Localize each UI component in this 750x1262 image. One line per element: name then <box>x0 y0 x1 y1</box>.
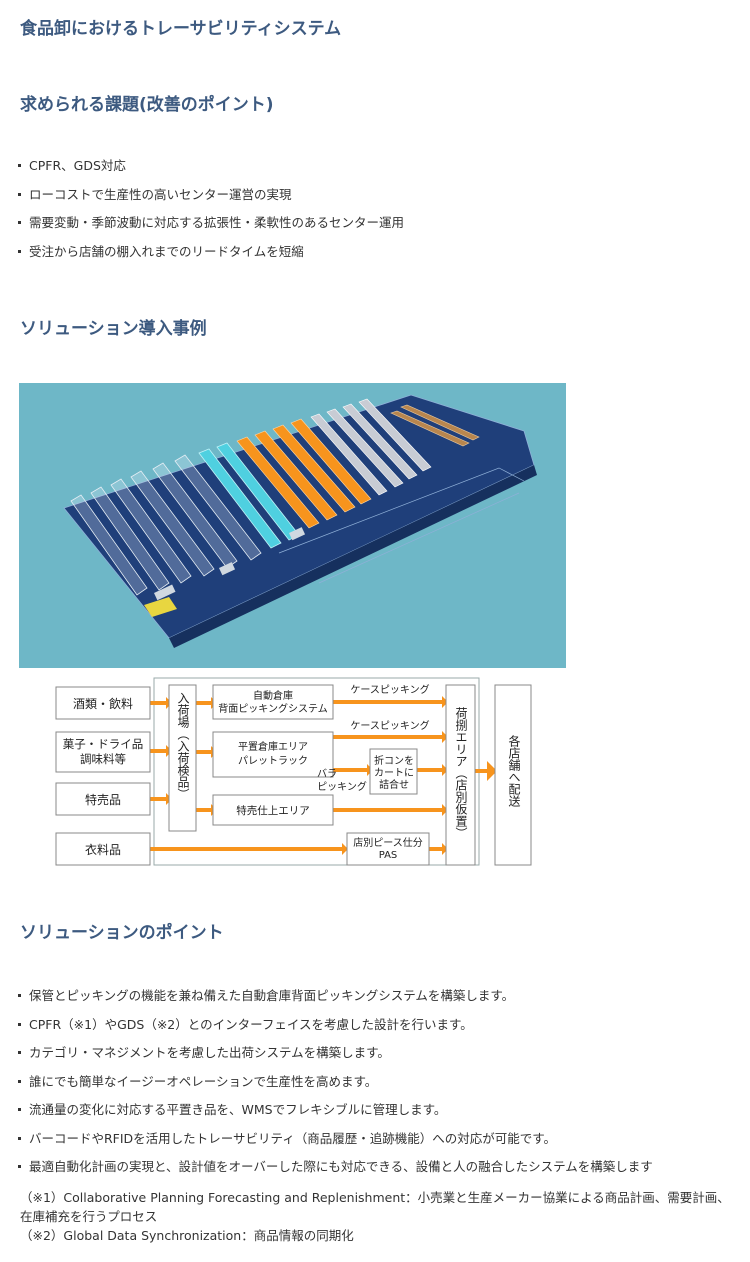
list-item: 最適自動化計画の実現と、設計値をオーバーした際にも対応できる、設備と人の融合した… <box>18 1153 653 1182</box>
zone-special-label: 特売仕上エリア <box>236 804 310 817</box>
list-item: 誰にでも簡単なイージーオペレーションで生産性を高めます。 <box>18 1068 653 1097</box>
bullet-icon <box>18 192 21 196</box>
source-special-label: 特売品 <box>85 792 121 807</box>
page-title: 食品卸におけるトレーサビリティシステム <box>20 19 342 39</box>
footnote-2: （※2）Global Data Synchronization：商品情報の同期化 <box>20 1228 354 1243</box>
source-liquor-label: 酒類・飲料 <box>73 696 133 711</box>
bullet-icon <box>18 221 21 224</box>
zone-auto-label-1: 自動倉庫 <box>253 689 293 702</box>
list-item: 需要変動・季節波動に対応する拡張性・柔軟性のあるセンター運用 <box>18 209 404 238</box>
staging-label: 荷捌エリア（店別仮置） <box>454 707 468 839</box>
list-item: 受注から店舗の棚入れまでのリードタイムを短縮 <box>18 238 404 267</box>
bullet-icon <box>18 164 21 167</box>
pas-label-1: 店別ピース仕分 <box>353 836 423 849</box>
cart-label-3: 詰合せ <box>379 778 409 791</box>
list-item: ローコストで生産性の高いセンター運営の実現 <box>18 181 404 210</box>
list-item: CPFR（※1）やGDS（※2）とのインターフェイスを考慮した設計を行います。 <box>18 1011 653 1040</box>
bullet-icon <box>18 249 21 253</box>
source-seasoning-label: 調味料等 <box>80 752 126 766</box>
list-item: 保管とピッキングの機能を兼ね備えた自動倉庫背面ピッキングシステムを構築します。 <box>18 982 653 1011</box>
warehouse-render-image <box>19 383 566 668</box>
bara-label-2: ピッキング <box>317 780 367 793</box>
footnote-1: （※1）Collaborative Planning Forecasting a… <box>20 1190 730 1224</box>
cart-label-1: 折コンを <box>374 754 414 767</box>
process-flow-diagram: 酒類・飲料 菓子・ドライ品 調味料等 特売品 衣料品 入荷場（入荷検品） 自動倉… <box>55 677 532 866</box>
bullet-icon <box>18 1079 21 1083</box>
bullet-icon <box>18 1022 21 1026</box>
list-item: バーコードやRFIDを活用したトレーサビリティ（商品履歴・追跡機能）への対応が可… <box>18 1125 653 1154</box>
case-picking-label-2: ケースピッキング <box>350 719 429 732</box>
source-clothing-label: 衣料品 <box>85 842 121 857</box>
bullet-icon <box>18 1136 21 1140</box>
pas-label-2: PAS <box>379 850 398 861</box>
bullet-icon <box>18 1165 21 1168</box>
points-list: 保管とピッキングの機能を兼ね備えた自動倉庫背面ピッキングシステムを構築します。 … <box>18 982 653 1182</box>
list-item: 流通量の変化に対応する平置き品を、WMSでフレキシブルに管理します。 <box>18 1096 653 1125</box>
case-picking-label-1: ケースピッキング <box>350 683 429 696</box>
bullet-icon <box>18 1051 21 1054</box>
source-snacks-label: 菓子・ドライ品 <box>63 737 144 751</box>
zone-flat-label-1: 平置倉庫エリア <box>238 740 308 753</box>
footnotes: （※1）Collaborative Planning Forecasting a… <box>20 1188 735 1245</box>
issues-list: CPFR、GDS対応 ローコストで生産性の高いセンター運営の実現 需要変動・季節… <box>18 152 404 266</box>
bullet-icon <box>18 1108 21 1111</box>
receiving-label: 入荷場（入荷検品） <box>176 692 190 800</box>
delivery-label: 各店舗へ配送 <box>507 734 521 808</box>
list-item: カテゴリ・マネジメントを考慮した出荷システムを構築します。 <box>18 1039 653 1068</box>
bara-label-1: バラ <box>317 768 337 780</box>
points-heading: ソリューションのポイント <box>20 923 224 943</box>
zone-auto-label-2: 背面ピッキングシステム <box>218 702 327 715</box>
issues-heading: 求められる課題(改善のポイント) <box>20 95 274 115</box>
bullet-icon <box>18 994 21 997</box>
cart-label-2: カートに <box>374 767 414 779</box>
list-item: CPFR、GDS対応 <box>18 152 404 181</box>
case-heading: ソリューション導入事例 <box>20 319 207 339</box>
zone-flat-label-2: パレットラック <box>238 755 308 767</box>
